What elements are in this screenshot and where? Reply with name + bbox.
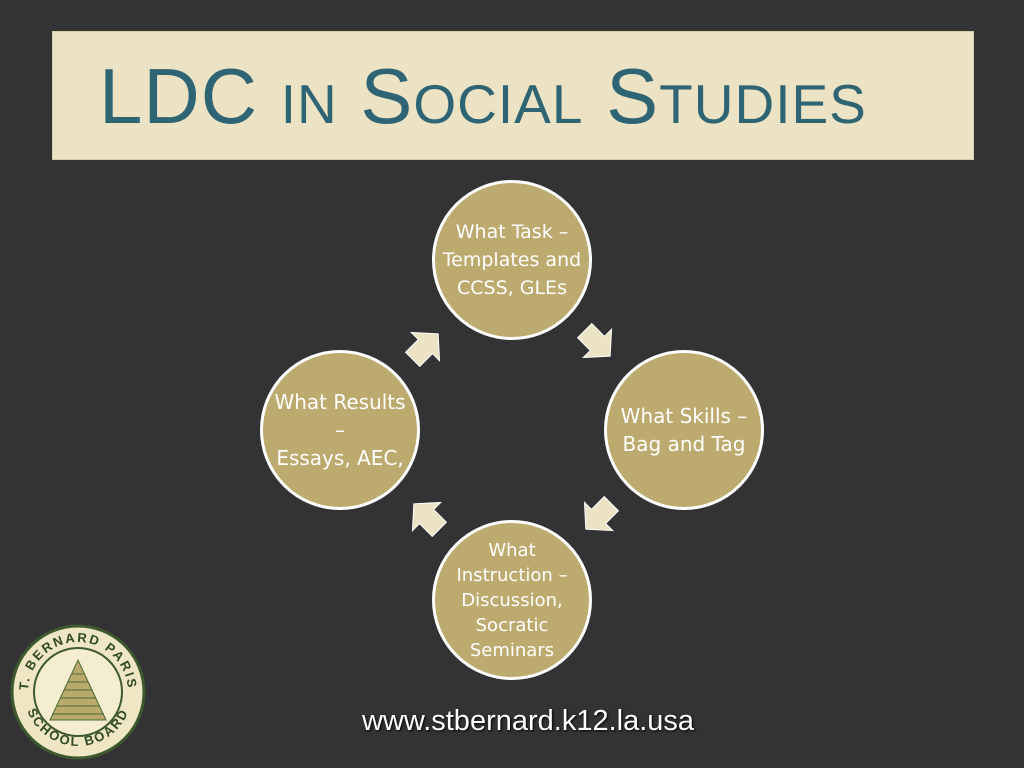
arrow-right-to-bottom bbox=[583, 495, 620, 532]
website-url: www.stbernard.k12.la.usa bbox=[361, 705, 695, 737]
cycle-node-task: What Task – Templates and CCSS, GLEs bbox=[432, 180, 592, 340]
cycle-node-instruction: What Instruction – Discussion, Socratic … bbox=[432, 520, 592, 680]
node-skills-label: What Skills – Bag and Tag bbox=[620, 404, 748, 456]
node-instruction-label: What Instruction – Discussion, Socratic … bbox=[456, 539, 568, 661]
arrow-left-to-top bbox=[404, 331, 441, 368]
node-task-label: What Task – Templates and CCSS, GLEs bbox=[442, 221, 582, 299]
arrow-bottom-to-left bbox=[411, 501, 448, 538]
arrow-top-to-right bbox=[576, 322, 613, 359]
node-results-label: What Results – Essays, AEC, bbox=[274, 390, 406, 470]
cycle-node-results: What Results – Essays, AEC, bbox=[260, 350, 420, 510]
slide-title: LDC in Social Studies bbox=[99, 51, 867, 140]
school-board-seal-logo: ST. BERNARD PARISH SCHOOL BOARD bbox=[10, 624, 146, 760]
pyramid-icon bbox=[49, 658, 107, 721]
title-bar: LDC in Social Studies bbox=[52, 31, 974, 160]
cycle-node-skills: What Skills – Bag and Tag bbox=[604, 350, 764, 510]
